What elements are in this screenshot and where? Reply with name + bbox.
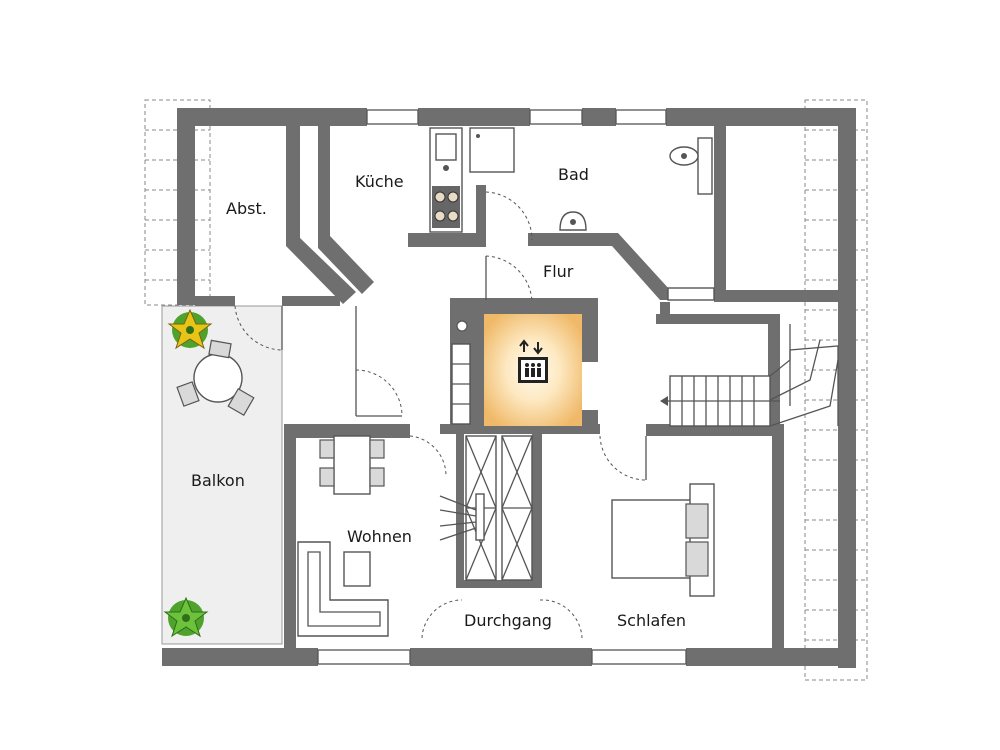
staircase [660,324,839,427]
sink-icon [435,133,457,161]
room-label-durchgang: Durchgang [464,611,552,630]
wardrobes [439,435,533,581]
toilet-icon [669,137,713,195]
outer-walls [162,108,856,668]
kitchen-counter [429,127,463,233]
dining-table [319,435,385,495]
stove-icon [432,186,460,228]
room-label-kueche: Küche [355,172,404,191]
corridor-cabinets [451,343,471,425]
bath-step [667,287,715,301]
bed-icon [611,483,715,597]
roof-overhang-right [804,99,868,681]
room-label-balkon: Balkon [191,471,245,490]
plant-icon [167,308,213,350]
elevator-icon [518,339,548,383]
room-label-flur: Flur [543,262,574,281]
plant-icon [163,596,209,638]
room-label-bad: Bad [558,165,589,184]
room-label-wohnen: Wohnen [347,527,412,546]
elevator-shaft [456,314,582,426]
doors [234,191,647,639]
room-label-abstellraum: Abst. [226,199,267,218]
balcony-table-set [176,339,255,416]
washbasin [559,211,587,231]
sofa [297,541,389,637]
shower [469,127,515,173]
room-label-schlafen: Schlafen [617,611,686,630]
coffee-table [343,551,371,587]
